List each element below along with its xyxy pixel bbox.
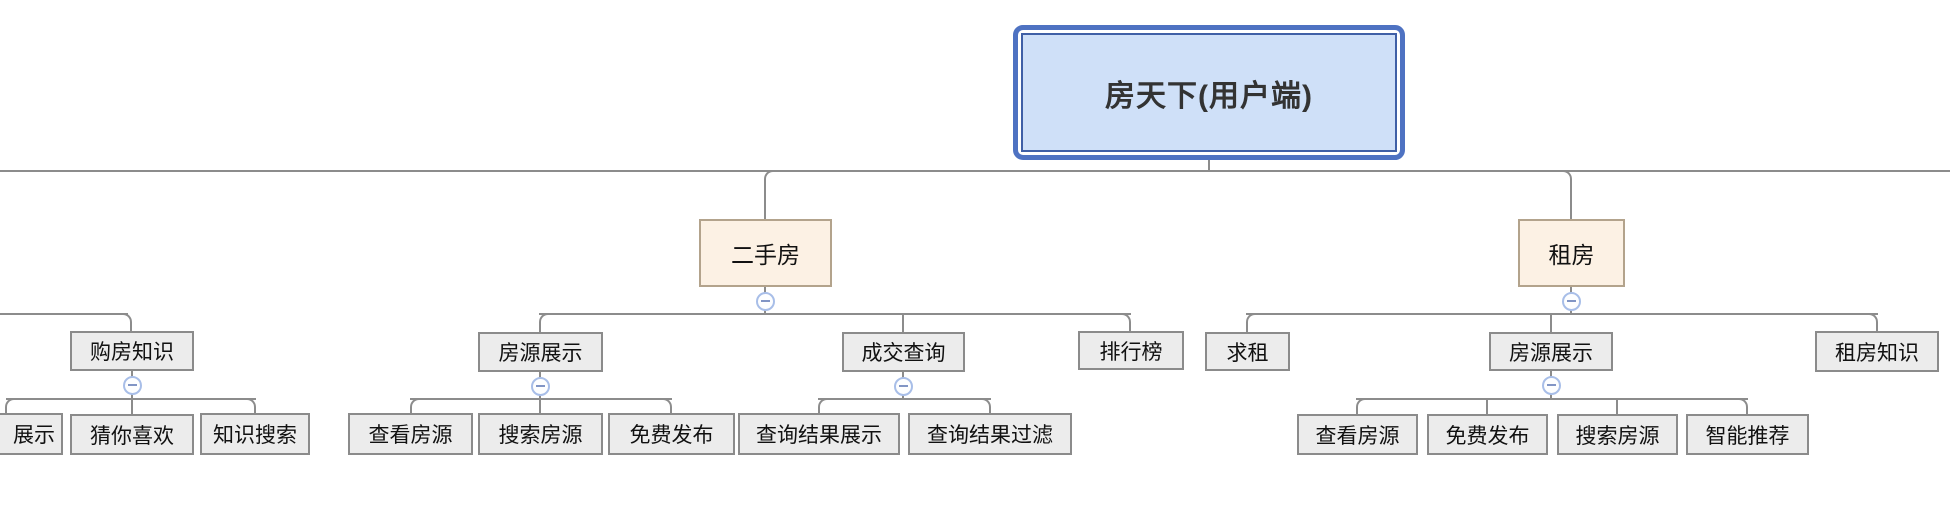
- collapse-button-ershoufang-minus-icon[interactable]: [755, 291, 775, 311]
- connector-vline: [902, 313, 904, 333]
- connector-elbow: [1865, 313, 1878, 331]
- connector-vline: [131, 398, 133, 415]
- connector-hline: [539, 313, 1131, 315]
- connector-hline: [410, 398, 672, 400]
- node-zufang[interactable]: 租房: [1518, 219, 1625, 287]
- connector-elbow: [1356, 398, 1369, 414]
- node-sousuo-fangyuan-esf[interactable]: 搜索房源: [478, 413, 603, 455]
- node-ershoufang[interactable]: 二手房: [699, 219, 832, 287]
- minus-icon: [127, 384, 137, 386]
- connector-elbow: [243, 398, 256, 413]
- minus-icon: [760, 300, 770, 302]
- node-paihangbang[interactable]: 排行榜: [1078, 331, 1184, 370]
- node-mianfei-fabu-zf[interactable]: 免费发布: [1427, 414, 1548, 455]
- node-chakan-fangyuan-zf[interactable]: 查看房源: [1297, 414, 1418, 455]
- collapse-button-fangyuan-zhanshi-zf-minus-icon[interactable]: [1541, 375, 1561, 395]
- connector-elbow: [410, 398, 423, 413]
- node-chaxun-jieguo-guolv[interactable]: 查询结果过滤: [908, 413, 1072, 455]
- node-mianfei-fabu-esf[interactable]: 免费发布: [608, 413, 735, 455]
- connector-elbow: [1118, 313, 1131, 331]
- minus-icon: [1546, 384, 1556, 386]
- node-chengjiao-chaxun[interactable]: 成交查询: [842, 332, 965, 372]
- collapse-button-chengjiao-chaxun-minus-icon[interactable]: [893, 376, 913, 396]
- connector-elbow: [5, 398, 18, 413]
- minus-icon: [535, 385, 545, 387]
- connector-elbow: [818, 398, 831, 413]
- node-zhineng-tuijian[interactable]: 智能推荐: [1686, 414, 1809, 455]
- node-zhanshi-clipped[interactable]: 展示: [0, 413, 63, 455]
- connector-vline: [1616, 398, 1618, 415]
- connector-elbow: [1246, 313, 1259, 332]
- root-node[interactable]: 房天下(用户端): [1013, 25, 1405, 160]
- node-sousuo-fangyuan-zf[interactable]: 搜索房源: [1557, 414, 1678, 455]
- node-goufang-zhishi[interactable]: 购房知识: [70, 331, 194, 371]
- connector-vline: [1208, 160, 1210, 171]
- connector-hline: [1356, 398, 1748, 400]
- connector-elbow: [1735, 398, 1748, 414]
- connector-vline: [764, 184, 766, 220]
- node-cainixihuan[interactable]: 猜你喜欢: [70, 414, 194, 455]
- node-chakan-fangyuan-esf[interactable]: 查看房源: [348, 413, 473, 455]
- connector-hline: [0, 170, 1950, 172]
- connector-elbow: [119, 313, 132, 331]
- connector-vline: [1550, 313, 1552, 333]
- node-chaxun-jieguo-zhanshi[interactable]: 查询结果展示: [738, 413, 900, 455]
- minus-icon: [898, 385, 908, 387]
- connector-elbow: [978, 398, 991, 413]
- node-fangyuan-zhanshi-zf[interactable]: 房源展示: [1489, 332, 1613, 371]
- connector-elbow: [764, 170, 778, 186]
- root-node-label: 房天下(用户端): [1021, 33, 1397, 152]
- minus-icon: [1566, 300, 1576, 302]
- connector-vline: [1570, 184, 1572, 220]
- connector-vline: [539, 398, 541, 414]
- connector-hline: [818, 398, 991, 400]
- connector-elbow: [539, 313, 552, 332]
- connector-vline: [1486, 398, 1488, 415]
- connector-hline: [0, 313, 128, 315]
- node-fangyuan-zhanshi-esf[interactable]: 房源展示: [478, 332, 603, 372]
- node-zufang-zhishi[interactable]: 租房知识: [1815, 331, 1939, 372]
- node-zhishi-sousuo[interactable]: 知识搜索: [200, 413, 310, 455]
- collapse-button-fangyuan-zhanshi-esf-minus-icon[interactable]: [530, 376, 550, 396]
- node-qiuzu[interactable]: 求租: [1205, 332, 1290, 371]
- collapse-button-goufang-zhishi-minus-icon[interactable]: [122, 375, 142, 395]
- connector-elbow: [1558, 170, 1572, 186]
- connector-hline: [1246, 313, 1878, 315]
- connector-elbow: [659, 398, 672, 413]
- collapse-button-zufang-minus-icon[interactable]: [1561, 291, 1581, 311]
